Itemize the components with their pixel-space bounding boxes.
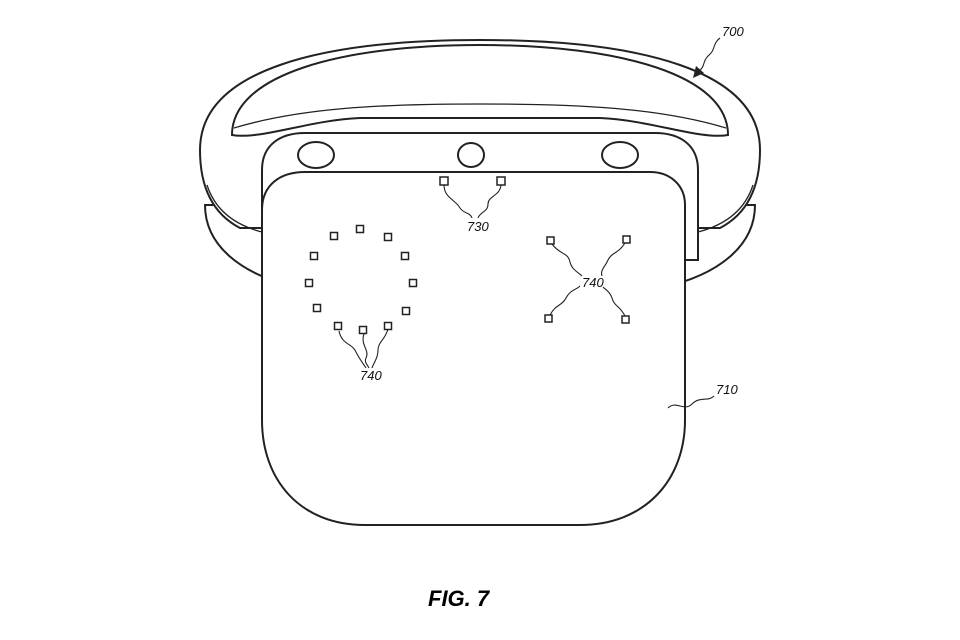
housing-lid-edge [233, 103, 727, 129]
cross-leader-tr [601, 242, 626, 277]
electrode-ring [304, 224, 418, 335]
pad-label-group: 710 [667, 382, 738, 409]
cross-electrode-top-right [622, 235, 631, 244]
cross-leader-bl [549, 285, 581, 316]
connector-right [496, 176, 506, 186]
ring-leader-2 [362, 333, 370, 369]
ring-electrode-10 [383, 321, 393, 331]
device-leader [697, 37, 721, 73]
sensor-hole-right [601, 141, 639, 169]
ring-leader-1 [338, 330, 367, 369]
front-pad [261, 171, 686, 526]
housing-lid [230, 43, 730, 137]
connector-leader-right [477, 184, 502, 219]
ring-electrode-2 [383, 232, 393, 242]
cross-electrode-bottom-left [544, 314, 553, 323]
ring-electrode-6 [408, 278, 418, 288]
label-730: 730 [467, 219, 489, 234]
ring-electrode-9 [312, 303, 322, 313]
cross-electrode-top-left [546, 236, 555, 245]
ring-electrode-4 [400, 251, 410, 261]
cross-leader-br [602, 286, 626, 317]
ring-electrode-5 [309, 251, 319, 261]
pad-leader [667, 395, 715, 409]
ring-leader-3 [371, 328, 389, 369]
connector-left [439, 176, 449, 186]
housing-seam-right [697, 184, 754, 233]
device-arrowhead [693, 66, 704, 78]
figure-caption: FIG. 7 [428, 586, 491, 611]
cross-leader-tl [551, 243, 583, 277]
label-710: 710 [716, 382, 738, 397]
electrode-cross: 740 [544, 235, 631, 324]
electrode-ring-leaders: 740 [338, 328, 389, 383]
housing-seam-left [206, 184, 263, 233]
label-740-ring: 740 [360, 368, 382, 383]
connector-group: 730 [439, 176, 506, 234]
sensor-hole-left [297, 141, 335, 169]
sensor-hole-center [457, 142, 485, 168]
ring-electrode-11 [333, 321, 343, 331]
cross-electrode-bottom-right [621, 315, 630, 324]
ring-electrode-7 [304, 278, 314, 288]
label-740-cross: 740 [582, 275, 604, 290]
ring-electrode-3 [329, 231, 339, 241]
connector-leader-left [443, 184, 473, 219]
ring-electrode-8 [401, 306, 411, 316]
ring-electrode-1 [355, 224, 365, 234]
device-label-group: 700 [693, 24, 744, 78]
label-700: 700 [722, 24, 744, 39]
ring-electrode-12 [358, 325, 368, 335]
